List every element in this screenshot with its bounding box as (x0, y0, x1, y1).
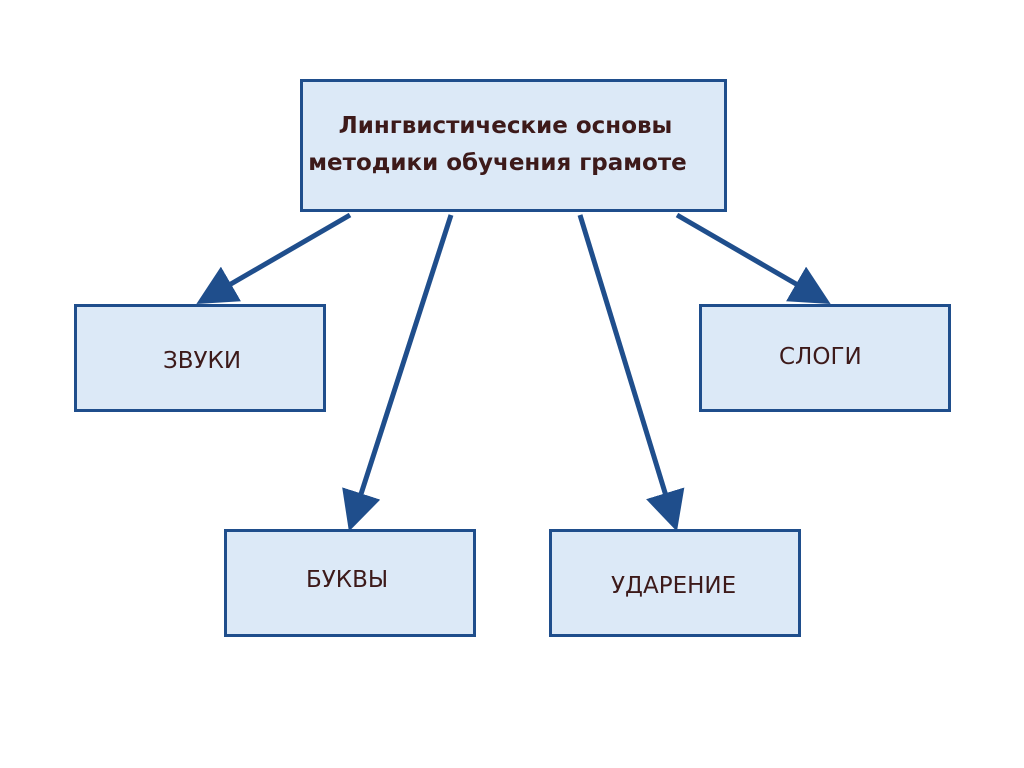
node-zvuki-label: ЗВУКИ (163, 348, 242, 374)
root-node: Лингвистические основы методики обучения… (300, 79, 727, 212)
node-slogi: СЛОГИ (699, 304, 951, 412)
arrow-to-slogi (675, 212, 831, 305)
root-title-line2: методики обучения грамоте (308, 150, 687, 176)
node-udarenie: УДАРЕНИЕ (549, 529, 801, 637)
node-bukvy-label: БУКВЫ (306, 567, 389, 593)
node-slogi-label: СЛОГИ (779, 344, 862, 370)
node-udarenie-label: УДАРЕНИЕ (611, 573, 737, 599)
root-title-line1: Лингвистические основы (338, 113, 673, 139)
node-bukvy: БУКВЫ (224, 529, 476, 637)
arrow-to-zvuki (196, 212, 352, 305)
arrow-to-bukvy (342, 214, 454, 532)
arrow-to-udarenie (577, 214, 685, 532)
node-zvuki: ЗВУКИ (74, 304, 326, 412)
